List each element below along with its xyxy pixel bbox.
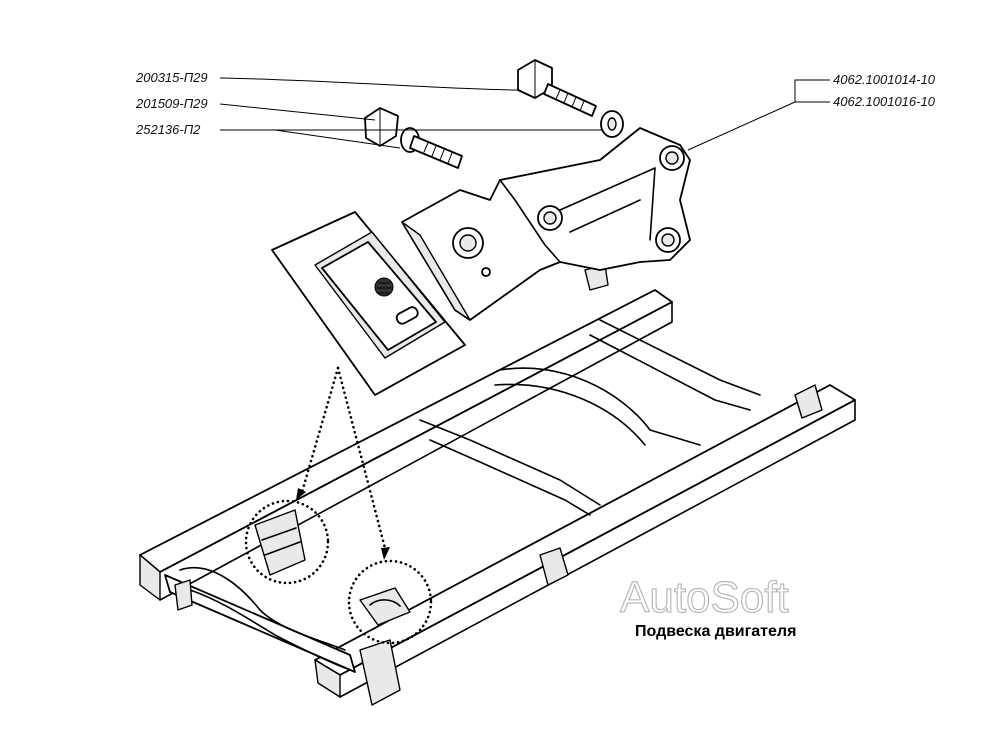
washer [600, 110, 624, 138]
bolt-bottom [364, 107, 463, 169]
label-bolt-bottom: 201509-П29 [135, 96, 208, 111]
label-washer: 252136-П2 [135, 122, 201, 137]
watermark-logo: AutoSoft [620, 573, 789, 622]
engine-mount-bracket [401, 127, 691, 321]
leader-lines [219, 77, 830, 151]
label-bracket-a: 4062.1001014-10 [833, 72, 936, 87]
bolt-top [517, 59, 597, 117]
label-bolt-top: 200315-П29 [135, 70, 208, 85]
diagram-caption: Подвеска двигателя [635, 623, 796, 640]
chassis-frame [139, 264, 856, 706]
location-indicators [244, 366, 433, 645]
label-bracket-b: 4062.1001016-10 [833, 94, 936, 109]
rubber-cushion [271, 211, 466, 396]
